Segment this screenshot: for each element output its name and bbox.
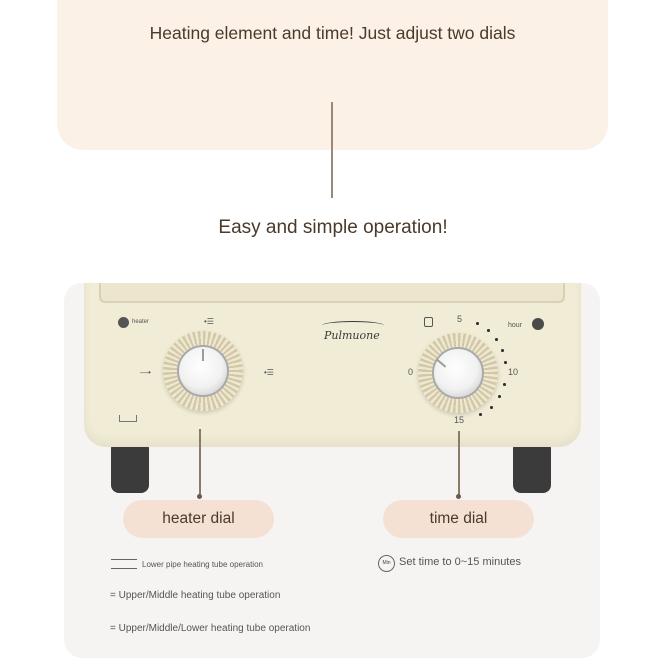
heater-dial-knob[interactable]	[177, 345, 229, 397]
time-dot	[479, 413, 482, 416]
headline: Easy and simple operation!	[218, 217, 448, 238]
oven-body: heater •☰ —• •☰ Pulmuone 5 10 15 0	[84, 283, 581, 447]
time-pointer-line	[458, 431, 460, 495]
time-tick-0: 0	[408, 367, 414, 377]
brand-swoosh	[322, 321, 384, 330]
time-dot	[487, 329, 490, 332]
time-dot	[503, 383, 506, 386]
time-pointer-dot	[456, 494, 461, 499]
time-dot	[504, 361, 507, 364]
time-dot	[495, 338, 498, 341]
heater-dial-pointer	[202, 349, 204, 361]
legend-all: = Upper/Middle/Lower heating tube operat…	[110, 623, 311, 634]
product-panel: heater •☰ —• •☰ Pulmuone 5 10 15 0	[64, 283, 600, 658]
intro-text: Heating element and time! Just adjust tw…	[149, 23, 516, 43]
connector-line	[331, 102, 333, 198]
time-dot	[476, 322, 479, 325]
time-tick-5: 5	[457, 314, 463, 324]
heater-dial-callout: heater dial	[123, 500, 274, 538]
time-dot	[498, 395, 501, 398]
legend-upper-middle: = Upper/Middle heating tube operation	[110, 590, 281, 601]
heater-mark-left: —•	[140, 368, 151, 377]
oven-leg-left	[111, 445, 149, 493]
oven-door	[99, 283, 565, 303]
brand-logo: Pulmuone	[324, 329, 380, 342]
tray-icon	[119, 415, 137, 422]
time-dot	[490, 406, 493, 409]
thermometer-icon	[118, 317, 129, 328]
time-dial-callout: time dial	[383, 500, 534, 538]
heater-label: heater	[132, 319, 150, 325]
time-tick-15: 15	[454, 415, 465, 425]
timer-bell-icon	[424, 317, 433, 327]
heater-pointer-line	[199, 429, 201, 495]
legend-lower: Lower pipe heating tube operation	[142, 560, 263, 569]
time-dot	[501, 349, 504, 352]
heater-pointer-dot	[197, 494, 202, 499]
oven-leg-right	[513, 445, 551, 493]
time-dial-pointer	[435, 358, 447, 368]
heater-mark-right: •☰	[264, 368, 274, 377]
time-tick-10: 10	[508, 367, 519, 377]
minute-icon: Min	[378, 555, 395, 572]
hour-label: hour	[508, 322, 523, 329]
clock-icon	[532, 318, 544, 330]
time-dial-knob[interactable]	[432, 347, 484, 399]
heater-mark-top: •☰	[204, 317, 214, 326]
lower-heater-icon	[111, 559, 137, 569]
time-note: Set time to 0~15 minutes	[399, 556, 521, 568]
